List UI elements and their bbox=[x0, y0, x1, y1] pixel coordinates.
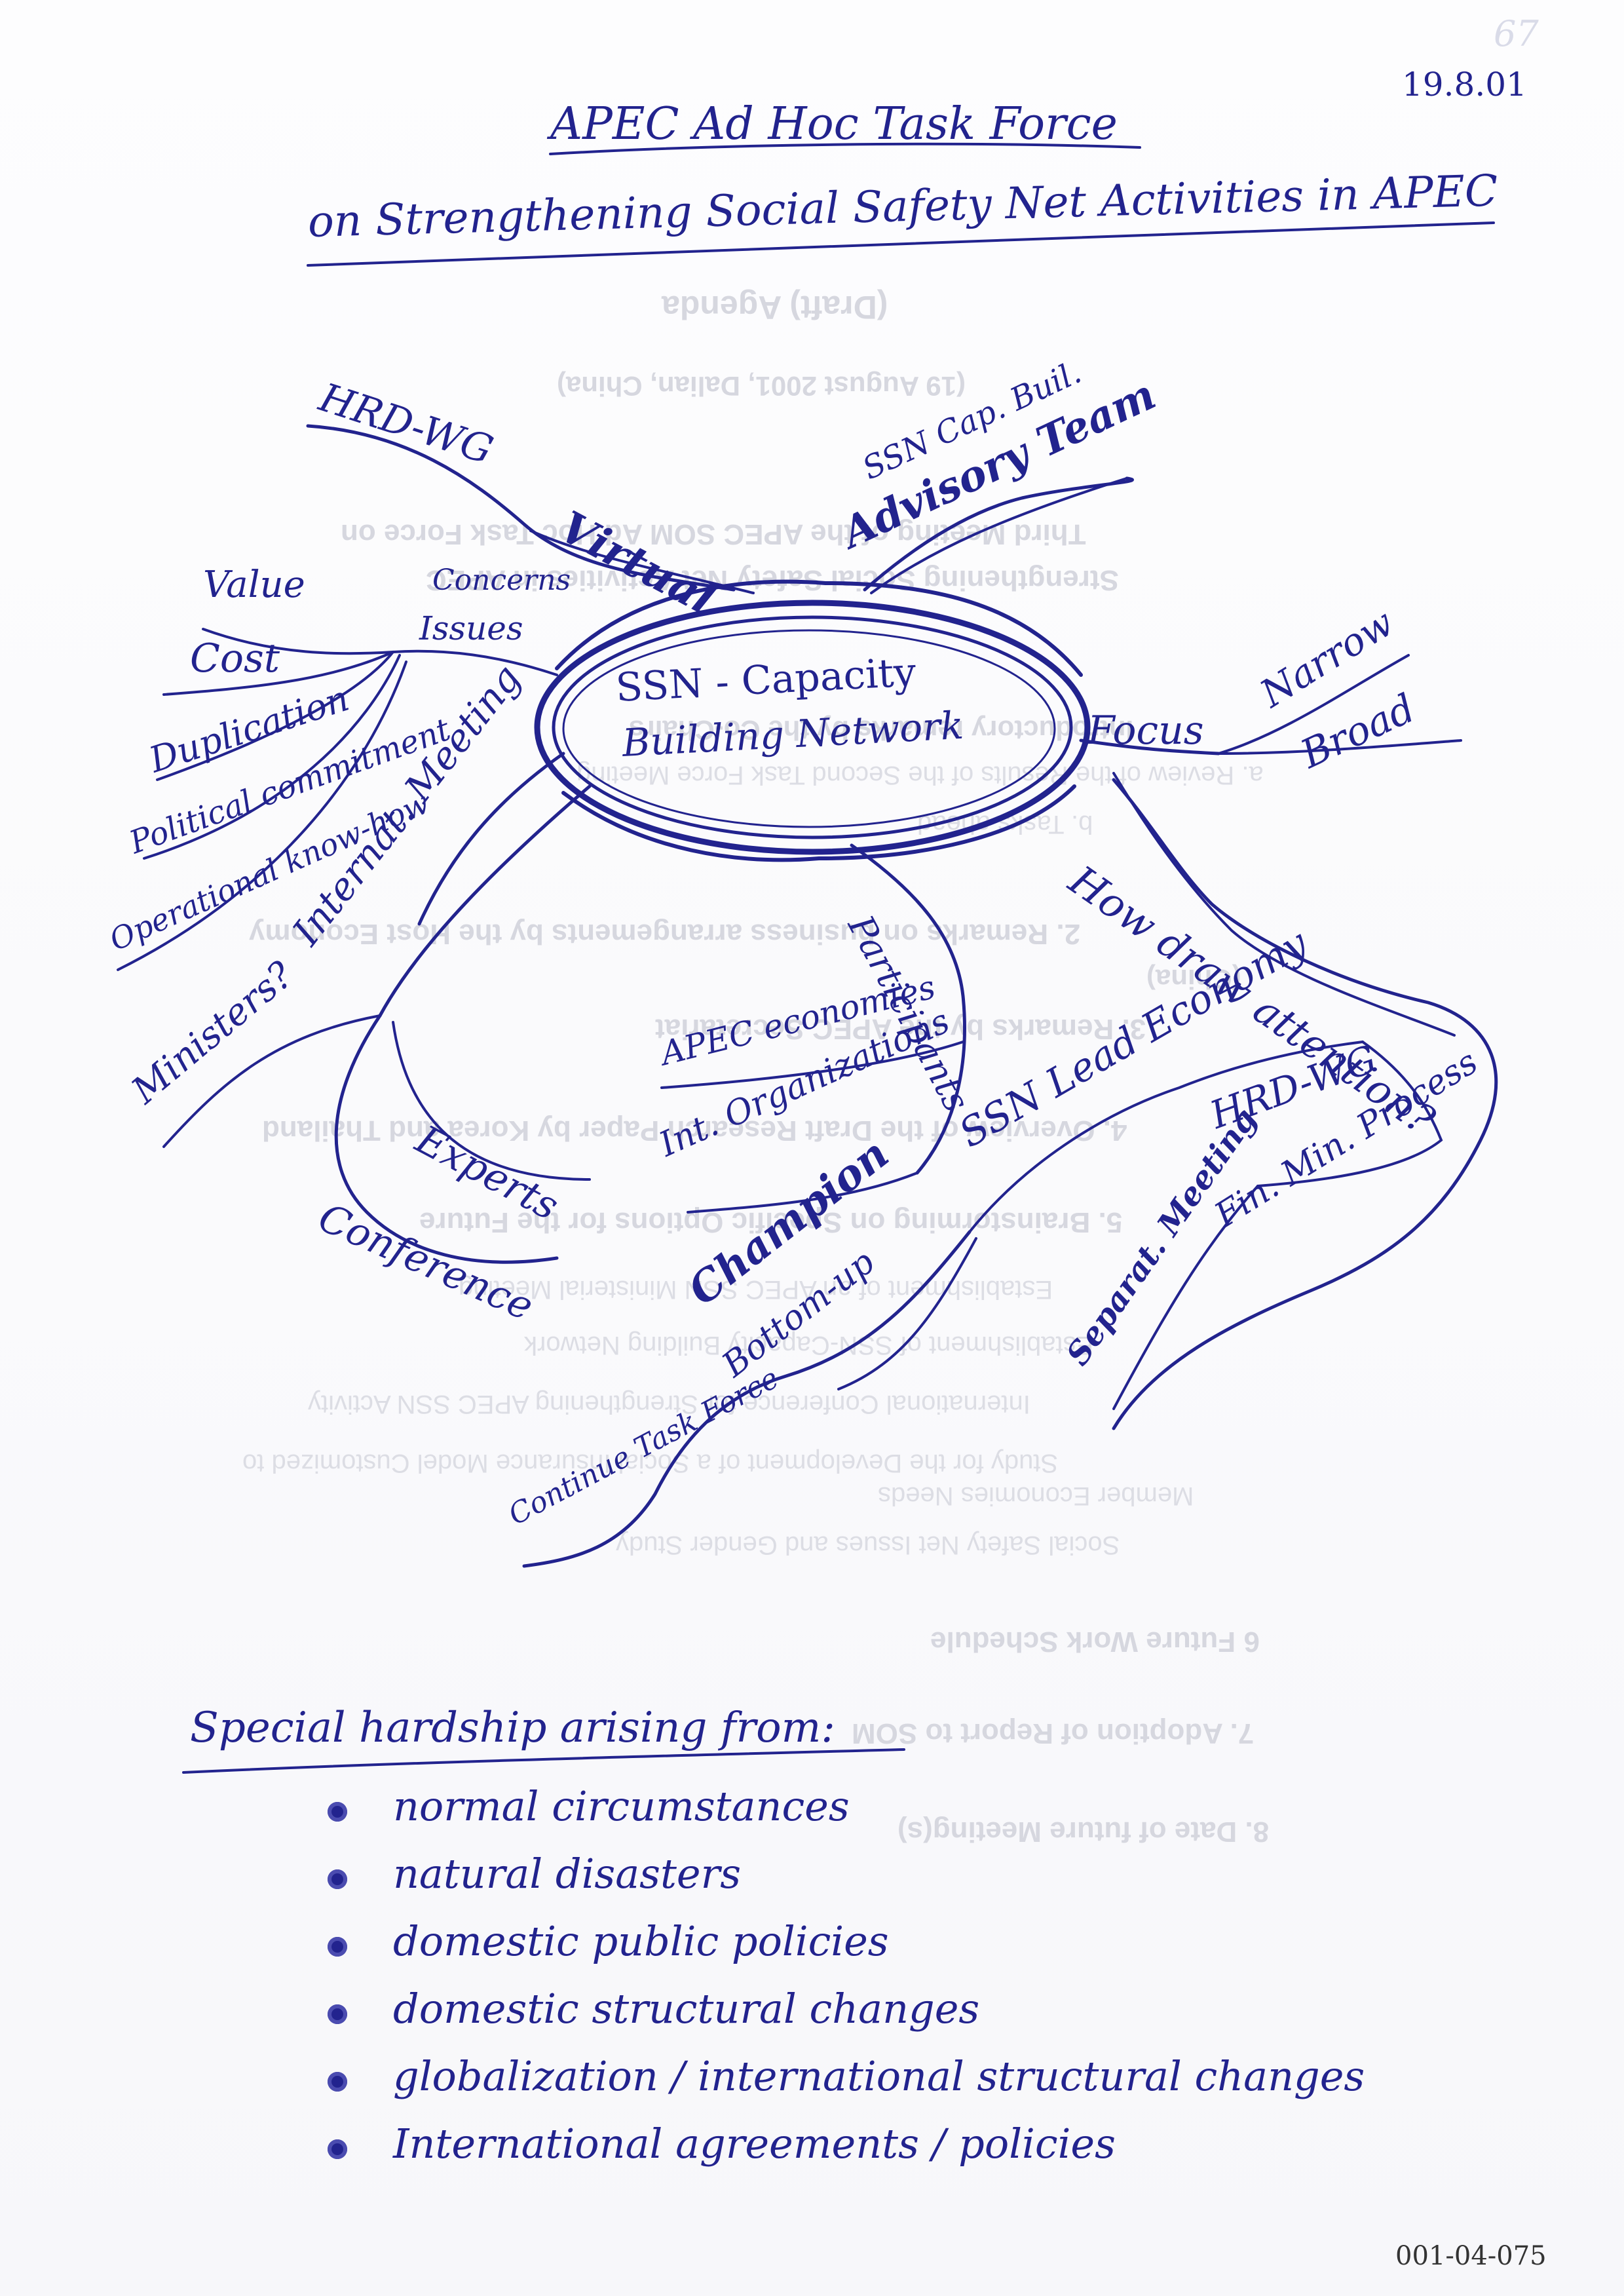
bullet-icon bbox=[328, 1937, 347, 1957]
hardship-heading: Special hardship arising from: bbox=[190, 1704, 835, 1752]
bullet-icon bbox=[328, 2072, 347, 2092]
document-number: 001-04-075 bbox=[1395, 2241, 1547, 2271]
label-value: Value bbox=[203, 564, 305, 606]
label-concerns: Concerns bbox=[432, 564, 571, 597]
bullet-icon bbox=[328, 1869, 347, 1889]
date-label: 19.8.01 bbox=[1402, 66, 1527, 104]
label-issues: Issues bbox=[419, 609, 523, 647]
bullet-icon bbox=[328, 2139, 347, 2159]
bullet-icon bbox=[328, 2004, 347, 2024]
label-cost: Cost bbox=[190, 636, 280, 681]
title-line-1: APEC Ad Hoc Task Force bbox=[550, 98, 1118, 150]
label-focus: Focus bbox=[1087, 708, 1204, 754]
bullet-icon bbox=[328, 1802, 347, 1822]
corner-mark: 67 bbox=[1494, 13, 1539, 54]
